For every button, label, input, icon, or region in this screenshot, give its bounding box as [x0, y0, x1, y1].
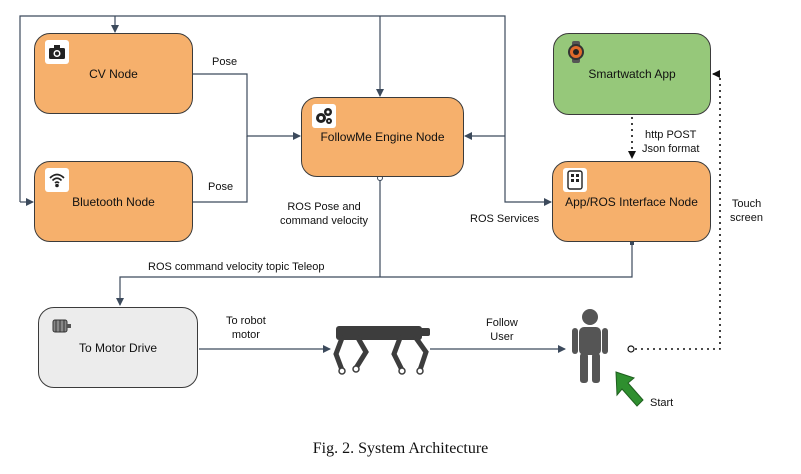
cv-node: CV Node	[34, 33, 193, 114]
interface-output-square	[630, 241, 634, 245]
followme-engine-node: FollowMe Engine Node	[301, 97, 464, 177]
start-arrow-icon	[615, 371, 644, 407]
user-touch-dot	[627, 345, 635, 353]
quadruped-robot-icon	[333, 326, 430, 375]
engine-node-label: FollowMe Engine Node	[320, 130, 445, 144]
cv-node-label: CV Node	[89, 66, 138, 81]
follow-user-label-line1: Follow	[486, 317, 518, 329]
smartwatch-node-label: Smartwatch App	[588, 67, 676, 81]
teleop-label: ROS command velocity topic Teleop	[148, 261, 325, 273]
touch-screen-label: Touch screen	[730, 197, 763, 225]
smartwatch-app-node: Smartwatch App	[553, 33, 711, 115]
ros-pose-label: ROS Pose and command velocity	[280, 200, 368, 228]
pose-label-bt: Pose	[208, 181, 234, 193]
touch-screen-label-line2: screen	[730, 212, 764, 224]
http-post-label: http POST Json format	[642, 128, 699, 156]
camera-icon	[45, 40, 69, 64]
start-label: Start	[650, 397, 674, 409]
ros-pose-label-line1: ROS Pose and	[287, 201, 361, 213]
wifi-icon	[45, 168, 69, 192]
ros-pose-label-line2: command velocity	[280, 215, 369, 227]
bt-pose-line	[193, 136, 248, 203]
touch-screen-line	[635, 70, 721, 350]
touch-screen-label-line1: Touch	[731, 198, 762, 210]
http-post-label-line1: http POST	[645, 129, 697, 141]
http-post-label-line2: Json format	[642, 143, 700, 155]
interface-node-label: App/ROS Interface Node	[565, 194, 698, 209]
follow-user-label: Follow User	[486, 316, 518, 344]
app-ros-interface-node: App/ROS Interface Node	[552, 161, 711, 242]
gears-icon	[312, 104, 336, 128]
ros-services-label: ROS Services	[470, 213, 540, 225]
motor-node-label: To Motor Drive	[78, 340, 158, 355]
figure-caption: Fig. 2. System Architecture	[312, 440, 489, 457]
pose-label-cv: Pose	[212, 56, 238, 68]
top-bus-line	[19, 15, 552, 206]
teleop-line	[116, 243, 633, 306]
to-robot-label-line2: motor	[231, 329, 260, 341]
follow-user-label-line2: User	[490, 331, 514, 343]
motor-icon	[49, 314, 73, 338]
smartwatch-icon	[564, 40, 588, 64]
motor-drive-node: To Motor Drive	[38, 307, 198, 388]
to-robot-label-line1: To robot	[226, 315, 266, 327]
bluetooth-node: Bluetooth Node	[34, 161, 193, 242]
tablet-icon	[563, 168, 587, 192]
to-robot-label: To robot motor	[226, 314, 266, 342]
person-icon	[572, 309, 608, 383]
bluetooth-node-label: Bluetooth Node	[72, 194, 155, 209]
cv-pose-line	[193, 73, 301, 140]
